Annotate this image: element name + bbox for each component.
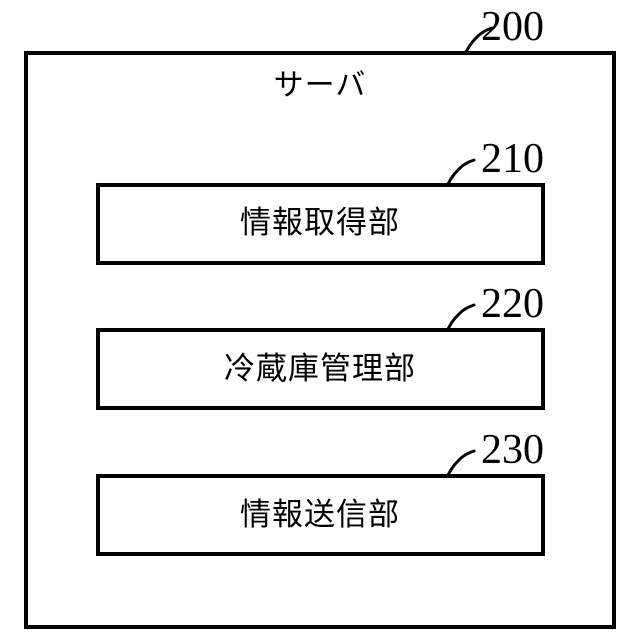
inner-block-3-label: 情報送信部 <box>240 497 400 533</box>
inner-block-1 <box>96 183 545 265</box>
inner-block-2 <box>96 328 545 410</box>
reference-numeral-220: 220 <box>481 281 544 327</box>
inner-block-3 <box>96 474 545 556</box>
inner-block-1-label: 情報取得部 <box>240 205 400 241</box>
leader-line-200 <box>464 26 494 54</box>
leader-line-220 <box>446 303 476 331</box>
inner-block-2-label: 冷蔵庫管理部 <box>224 351 416 387</box>
outer-block-title: サーバ <box>273 68 367 103</box>
reference-numeral-200: 200 <box>481 4 544 50</box>
reference-numeral-230: 230 <box>481 427 544 473</box>
leader-line-210 <box>446 158 476 186</box>
reference-numeral-210: 210 <box>481 136 544 182</box>
leader-line-230 <box>446 449 476 477</box>
